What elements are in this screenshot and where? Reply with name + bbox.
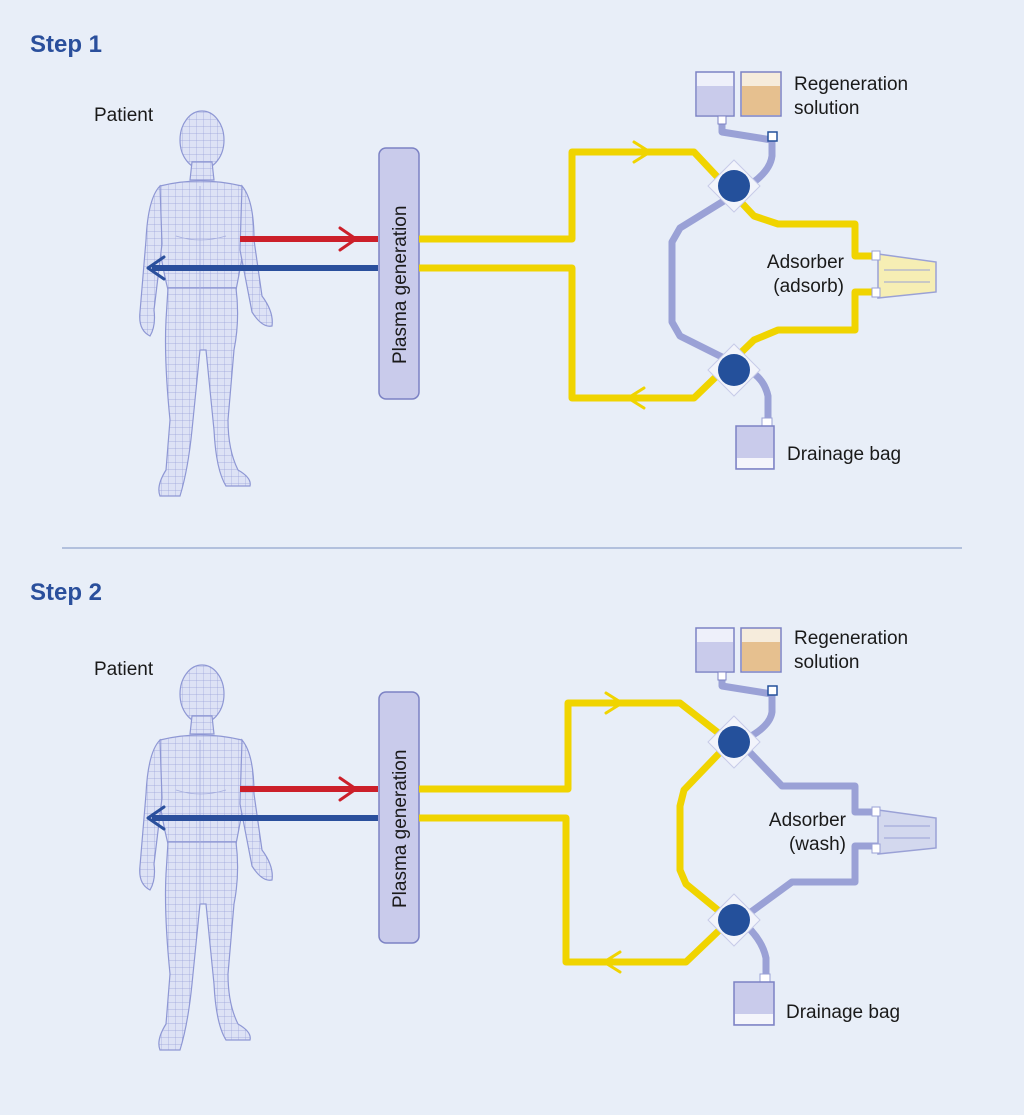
step-1-plasma-out-arrow (632, 140, 652, 164)
step-2-venous-line (146, 805, 378, 831)
step-2-patient-figure (139, 664, 273, 1051)
step-2-arterial-arrow (338, 776, 358, 802)
step-1-drainage-label: Drainage bag (787, 444, 901, 465)
step-1-plasma-return-arrow (626, 386, 646, 410)
step-1-plasma-generation-box (378, 147, 420, 400)
step-2-adsorber-label-line2: (wash) (789, 834, 846, 855)
step-2-plasma-out-arrow (604, 691, 624, 715)
step-2-arterial-line (240, 776, 378, 802)
step-2-regeneration-line (736, 694, 878, 816)
step-2-patient-label: Patient (94, 659, 154, 680)
step-2-venous-arrow (146, 805, 166, 831)
step-1-arterial-arrow (338, 226, 358, 252)
step-1-patient-figure (139, 110, 273, 497)
step-1-plasma-generation-label: Plasma generation (390, 206, 411, 364)
step-2-panel: Step 2 Patient Plasma generation (30, 579, 937, 1051)
step-2-wash-drain-line (736, 842, 878, 976)
step-1-title: Step 1 (30, 31, 102, 58)
step-1-venous-arrow (146, 255, 166, 281)
step-1-venous-line (146, 255, 378, 281)
step-2-adsorber-label-line1: Adsorber (769, 810, 847, 831)
step-2-regeneration-label-line1: Regeneration (794, 628, 908, 649)
step-2-regeneration-bottles (695, 627, 782, 696)
step-2-drainage-bag (733, 973, 775, 1026)
step-1-adsorber (871, 250, 937, 299)
step-1-regeneration-bottles (695, 71, 782, 142)
step-2-plasma-generation-label: Plasma generation (390, 750, 411, 908)
step-1-plasma-out-line (419, 148, 878, 260)
step-1-plasma-return-line (419, 264, 878, 402)
step-1-arterial-line (240, 226, 378, 252)
step-2-adsorber (871, 806, 937, 855)
step-1-panel: Step 1 Patient Plasma generation (30, 31, 937, 497)
step-2-title: Step 2 (30, 579, 102, 606)
step-2-plasma-return-arrow (602, 950, 622, 974)
step-2-plasma-out-line (419, 699, 734, 966)
step-2-lower-valve (707, 893, 761, 947)
step-1-patient-label: Patient (94, 105, 154, 126)
step-1-regeneration-label-line1: Regeneration (794, 74, 908, 95)
step-1-drainage-bag (735, 417, 775, 470)
step-1-upper-valve (707, 159, 761, 213)
step-1-adsorber-label-line1: Adsorber (767, 252, 845, 273)
step-2-regeneration-label-line2: solution (794, 652, 860, 673)
step-1-regeneration-line (668, 140, 776, 420)
step-1-lower-valve (707, 343, 761, 397)
step-2-upper-valve (707, 715, 761, 769)
step-1-regeneration-label-line2: solution (794, 98, 860, 119)
step-1-adsorber-label-line2: (adsorb) (773, 276, 844, 297)
step-2-drainage-label: Drainage bag (786, 1002, 900, 1023)
